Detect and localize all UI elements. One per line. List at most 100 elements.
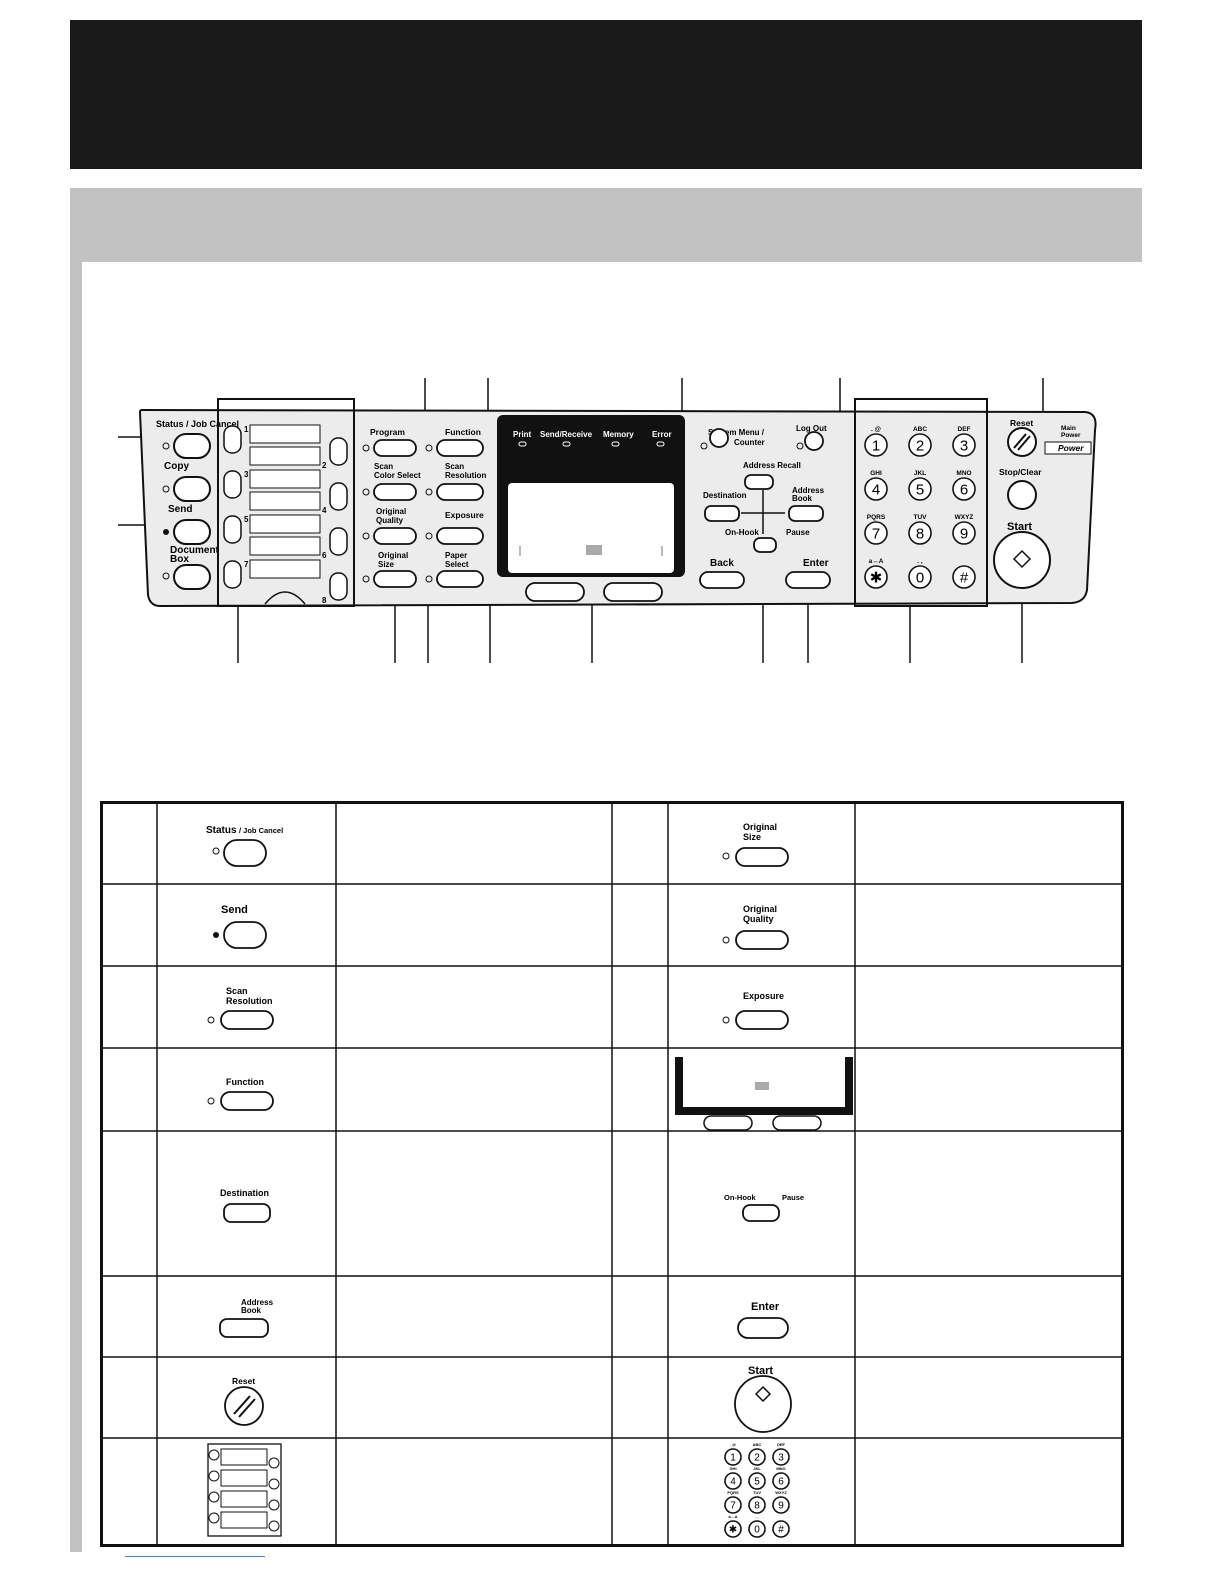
one-touch-num-5: 5 (244, 515, 249, 524)
keypad-digit: 9 (778, 1501, 784, 1512)
exposure-label: Exposure (445, 510, 484, 520)
one-touch-key-6[interactable] (329, 527, 348, 556)
destination-button[interactable] (704, 505, 740, 522)
one-touch-key-7[interactable] (223, 560, 242, 589)
copy-label: Copy (164, 461, 189, 472)
keypad-letters: DEF (958, 426, 971, 433)
keypad-key-9[interactable] (952, 521, 976, 545)
program-button[interactable] (373, 439, 417, 457)
keypad-letters: . , (917, 558, 923, 565)
keypad-key-12[interactable] (772, 1520, 790, 1538)
keypad-key-2[interactable] (908, 433, 932, 457)
function-button[interactable] (436, 439, 484, 457)
start-button[interactable] (993, 531, 1051, 589)
address-book-button[interactable] (788, 505, 824, 522)
keypad-key-9[interactable] (772, 1496, 790, 1514)
scan-color-select-button[interactable] (373, 483, 417, 501)
enter-button[interactable] (785, 571, 831, 589)
keypad-key-6[interactable] (772, 1472, 790, 1490)
keypad-letters: WXYZ (955, 514, 974, 521)
enter-label: Enter (803, 558, 829, 569)
status-label: Status / Job Cancel (156, 419, 239, 429)
keypad-key-6[interactable] (952, 477, 976, 501)
back-button[interactable] (699, 571, 745, 589)
one-touch-key-3[interactable] (223, 470, 242, 499)
keypad-key-2[interactable] (748, 1448, 766, 1466)
scan-resolution-button[interactable] (436, 483, 484, 501)
keypad-key-7[interactable] (864, 521, 888, 545)
original-size-key-label-1: Original (743, 822, 777, 832)
original-size-label-1: Original (378, 551, 408, 560)
keypad-digit: 6 (960, 481, 968, 498)
keypad-key-10[interactable] (724, 1520, 742, 1538)
table-row: . @1ABC2DEF3GHI4JKL5MNO6PQRS7TUV8WXYZ9a↔… (207, 1442, 790, 1538)
keypad-key-4[interactable] (724, 1472, 742, 1490)
copy-button[interactable] (173, 476, 211, 502)
exposure-key-icon (735, 1010, 789, 1030)
mode-keys: Status / Job Cancel Copy Send Document B… (156, 419, 239, 590)
reset-button[interactable] (1007, 427, 1037, 457)
keypad-digit: # (778, 1525, 784, 1536)
start-label: Start (1007, 521, 1032, 533)
keypad-key-10[interactable] (864, 565, 888, 589)
counter-label: Counter (734, 438, 765, 447)
left-select-key[interactable] (525, 582, 585, 602)
keypad-digit: 7 (730, 1501, 736, 1512)
keypad-key-12[interactable] (952, 565, 976, 589)
keypad-key-5[interactable] (908, 477, 932, 501)
one-touch-key-4[interactable] (329, 482, 348, 511)
keypad-key-3[interactable] (952, 433, 976, 457)
system-menu-button[interactable] (709, 428, 729, 448)
enter-key-label: Enter (751, 1301, 780, 1313)
document-box-label-1: Document (170, 545, 220, 556)
address-book-key-icon (219, 1318, 269, 1338)
keypad-key-1[interactable] (864, 433, 888, 457)
keypad-key-5[interactable] (748, 1472, 766, 1490)
keypad-key-4[interactable] (864, 477, 888, 501)
one-touch-num-4: 4 (322, 506, 327, 515)
log-out-label: Log Out (796, 424, 827, 433)
keypad-key-7[interactable] (724, 1496, 742, 1514)
scan-resolution-label-2: Resolution (445, 471, 486, 480)
one-touch-num-2: 2 (322, 461, 327, 470)
exposure-button[interactable] (436, 527, 484, 545)
status-job-cancel-button[interactable] (173, 433, 211, 459)
keypad-digit: 6 (778, 1477, 784, 1488)
keypad-key-8[interactable] (908, 521, 932, 545)
start-key-icon (734, 1375, 792, 1433)
original-quality-label-2: Quality (376, 516, 404, 525)
navigation-keys: System Menu / Counter Log Out Address Re… (699, 424, 831, 589)
keypad-key-3[interactable] (772, 1448, 790, 1466)
one-touch-num-7: 7 (244, 560, 249, 569)
paper-select-button[interactable] (436, 570, 484, 588)
document-box-button[interactable] (173, 564, 211, 590)
keypad-letters: MNO (776, 1466, 785, 1471)
keypad-letters: TUV (753, 1490, 761, 1495)
right-select-key[interactable] (603, 582, 663, 602)
stop-clear-button[interactable] (1007, 480, 1037, 510)
function-keys: Program Scan Color Select Original Quali… (362, 427, 486, 588)
keypad-digit: 4 (730, 1477, 736, 1488)
original-size-button[interactable] (373, 570, 417, 588)
original-quality-button[interactable] (373, 527, 417, 545)
keypad-letters: PQRS (867, 514, 886, 521)
keypad-key-8[interactable] (748, 1496, 766, 1514)
original-size-label-2: Size (378, 560, 395, 569)
job-cancel-key-label: / Job Cancel (239, 826, 283, 835)
on-hook-pause-button[interactable] (753, 537, 777, 553)
keypad-key-1[interactable] (724, 1448, 742, 1466)
address-recall-button[interactable] (744, 474, 774, 490)
keypad-digit: 9 (960, 525, 968, 542)
table-grid: Status / Job Cancel Original Size Send O… (103, 804, 1121, 1544)
one-touch-key-2[interactable] (329, 437, 348, 466)
send-button[interactable] (173, 519, 211, 545)
keypad-digit: 5 (754, 1477, 760, 1488)
keypad-key-11[interactable] (748, 1520, 766, 1538)
keypad-letters: . @ (871, 426, 881, 433)
one-touch-key-5[interactable] (223, 515, 242, 544)
keypad-key-11[interactable] (908, 565, 932, 589)
one-touch-key-8[interactable] (329, 572, 348, 601)
one-touch-key-1[interactable] (223, 425, 242, 454)
log-out-button[interactable] (804, 431, 824, 451)
start-key-label: Start (748, 1365, 773, 1377)
